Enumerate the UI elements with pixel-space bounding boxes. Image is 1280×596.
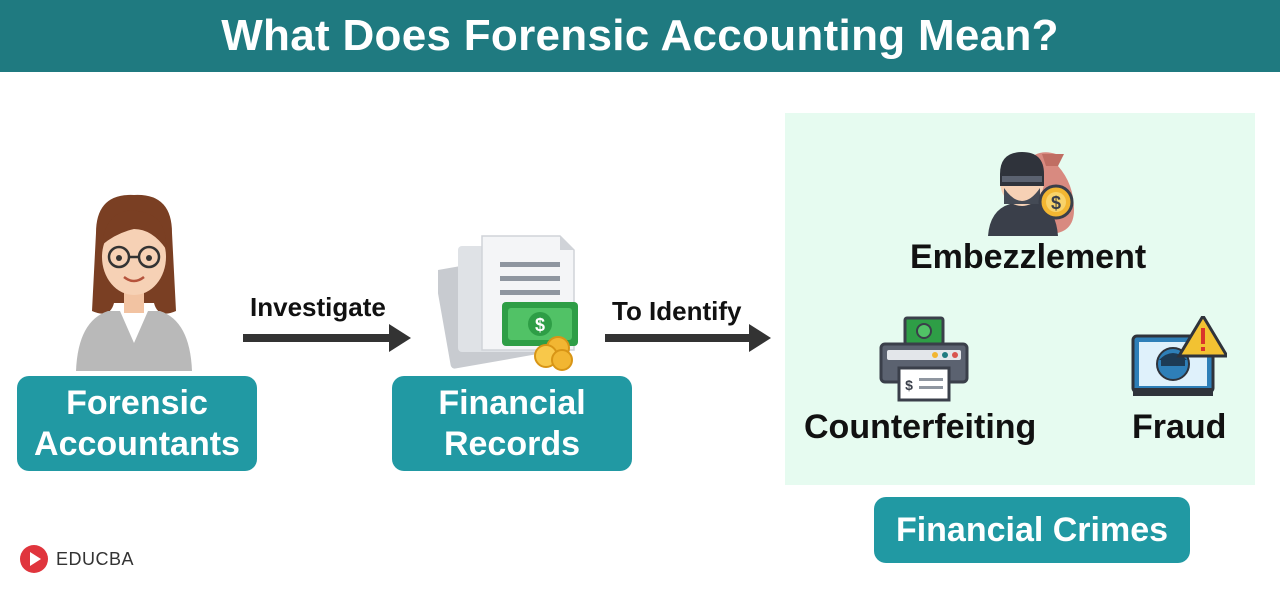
- fraud-label: Fraud: [1132, 408, 1227, 446]
- educba-logo-icon: [20, 545, 48, 573]
- svg-text:$: $: [535, 315, 545, 335]
- money-printer-icon: $: [879, 316, 969, 402]
- node-label-line-2: Records: [443, 424, 581, 463]
- node-label-line-1: Financial: [438, 383, 586, 422]
- to-identify-arrow: [605, 324, 771, 352]
- svg-text:$: $: [905, 377, 913, 393]
- node-label-line-1: Forensic: [66, 383, 208, 422]
- investigate-label: Investigate: [250, 292, 386, 322]
- thief-with-money-bag-icon: $: [988, 152, 1074, 236]
- node-label: Financial Crimes: [895, 510, 1169, 549]
- financial-records-node: Financial Records: [392, 376, 632, 471]
- brand-logo: EDUCBA: [18, 543, 134, 575]
- node-label-line-2: Accountants: [34, 424, 240, 463]
- embezzlement-label: Embezzlement: [910, 238, 1147, 276]
- documents-with-money-icon: $: [438, 235, 578, 371]
- investigate-arrow: [243, 324, 411, 352]
- financial-crimes-node: Financial Crimes: [874, 497, 1190, 563]
- svg-text:$: $: [1051, 193, 1061, 213]
- accountant-icon: [76, 194, 192, 371]
- counterfeiting-label: Counterfeiting: [804, 408, 1037, 446]
- page-title: What Does Forensic Accounting Mean?: [0, 0, 1280, 72]
- brand-name: EDUCBA: [56, 548, 135, 569]
- hacker-warning-monitor-icon: [1131, 316, 1227, 396]
- forensic-accountants-node: Forensic Accountants: [17, 376, 257, 471]
- to-identify-label: To Identify: [612, 296, 742, 326]
